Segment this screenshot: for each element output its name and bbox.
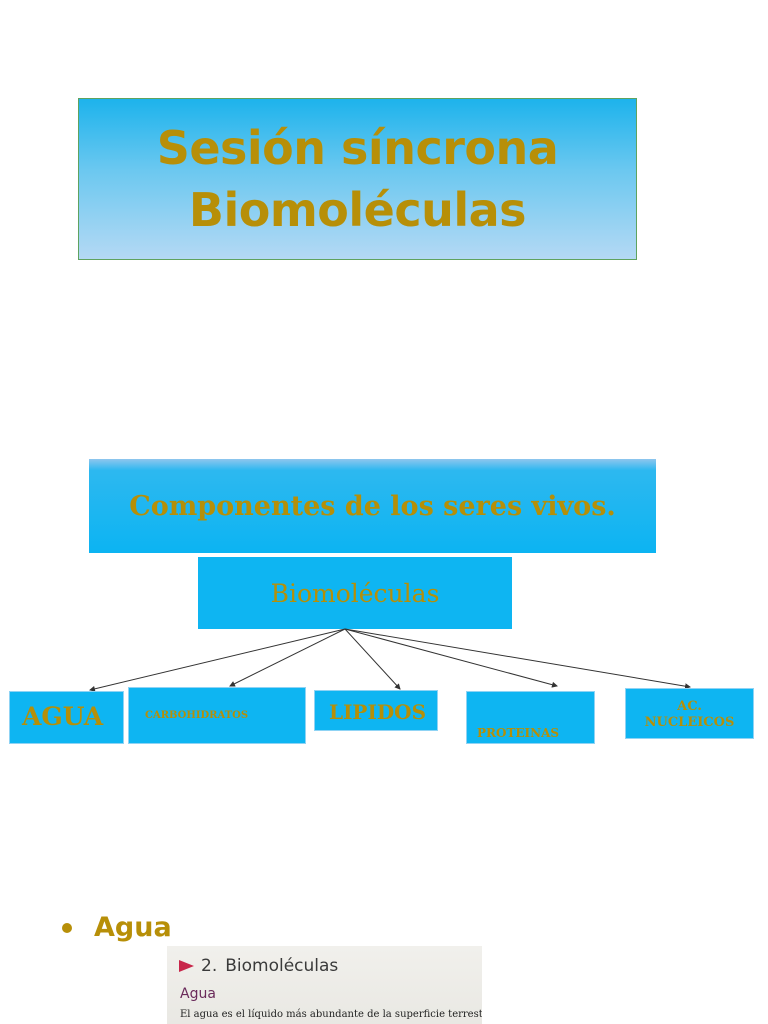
bullet-dot-icon	[62, 922, 72, 933]
excerpt-header: 2. Biomoléculas	[179, 956, 338, 976]
excerpt-paragraph: El agua es el líquido más abundante de l…	[180, 1009, 482, 1020]
components-heading: Componentes de los seres vivos.	[129, 490, 616, 522]
leaf-acidos-line-1: AC.	[677, 699, 702, 714]
components-heading-box: Componentes de los seres vivos.	[89, 459, 656, 553]
biomolecules-root-box: Biomoléculas	[198, 557, 512, 629]
leaf-acidos-line-2: NUCLEICOS	[644, 715, 735, 730]
biomolecules-root-label: Biomoléculas	[270, 578, 440, 608]
arrow-to-agua	[89, 628, 346, 692]
textbook-excerpt-image: 2. Biomoléculas Agua El agua es el líqui…	[167, 946, 482, 1024]
excerpt-number: 2.	[201, 956, 218, 976]
excerpt-subtitle: Agua	[180, 986, 216, 1002]
leaf-agua: AGUA	[9, 691, 124, 744]
arrow-to-proteinas	[344, 628, 558, 688]
excerpt-title: Biomoléculas	[225, 956, 339, 976]
arrow-to-nucleicos	[344, 628, 691, 690]
bullet-label: Agua	[94, 912, 172, 943]
leaf-carbohidratos: CARBOHIDRATOS	[128, 687, 306, 744]
arrow-to-carbohidratos	[229, 628, 346, 687]
title-line-1: Sesión síncrona	[156, 121, 559, 175]
leaf-acidos-nucleicos: AC. NUCLEICOS	[625, 688, 754, 739]
leaf-proteinas: PROTEINAS	[466, 691, 595, 744]
arrow-to-lipidos	[344, 628, 401, 690]
title-box: Sesión síncrona Biomoléculas	[78, 98, 637, 260]
bullet-item-agua: Agua	[62, 912, 172, 943]
title-line-2: Biomoléculas	[188, 183, 527, 237]
triangle-marker-icon	[179, 960, 194, 972]
leaf-lipidos: LIPIDOS	[314, 690, 438, 731]
